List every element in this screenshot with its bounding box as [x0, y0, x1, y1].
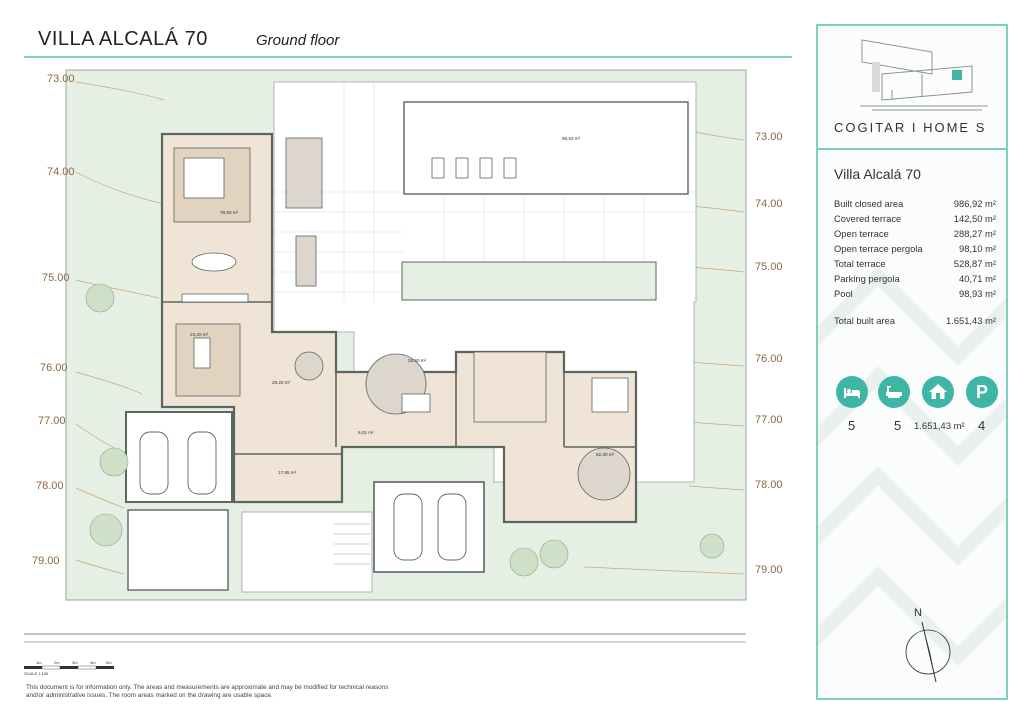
area-row: Parking pergola 40,71 m² [834, 271, 996, 286]
elevation-label: 77.00 [38, 415, 66, 427]
pool [403, 101, 689, 195]
area-label: Parking pergola [834, 273, 900, 284]
panel-pattern [818, 266, 1006, 666]
room-label: 79,50 m² [220, 210, 239, 215]
elevation-label: 79.00 [32, 555, 60, 567]
room-label: 23,20 m² [190, 332, 209, 337]
area-row: Built closed area 986,92 m² [834, 196, 996, 211]
feature-icons: P [834, 376, 1000, 410]
pool-loungers [431, 157, 517, 179]
area-table: Built closed area 986,92 m² Covered terr… [834, 196, 996, 328]
disclaimer: This document is for information only. T… [26, 684, 466, 700]
house-icon [922, 376, 954, 408]
elevation-label: 76.00 [755, 353, 783, 365]
page-title: VILLA ALCALÁ 70 [38, 28, 208, 50]
area-label: Open terrace pergola [834, 243, 923, 254]
elevation-label: 73.00 [755, 131, 783, 143]
elevation-label: 75.00 [42, 272, 70, 284]
area-label: Total terrace [834, 258, 886, 269]
floor-subtitle: Ground floor [256, 32, 340, 49]
area-total-label: Total built area [834, 315, 895, 326]
elevations-left: 73.00 74.00 75.00 76.00 77.00 78.00 79.0… [32, 73, 75, 567]
trees [85, 283, 725, 577]
area-label: Built closed area [834, 198, 904, 209]
scale-bar: 1m 2m 3m 4m 5m SCALE 1:150 [24, 660, 114, 676]
scale-tick: 4m [90, 660, 96, 665]
carport [373, 481, 485, 573]
compass-north-label: N [914, 607, 922, 619]
planter [401, 261, 657, 301]
villa-name: Villa Alcalá 70 [834, 166, 921, 182]
scale-tick: 1m [36, 660, 42, 665]
room-label: 82,30 m² [596, 452, 615, 457]
area-value: 288,27 m² [953, 228, 996, 239]
building-interior [160, 132, 638, 524]
bedrooms-count: 5 [848, 418, 856, 433]
elevation-label: 73.00 [47, 73, 75, 85]
scale-label: SCALE 1:150 [24, 671, 49, 676]
elevation-label: 78.00 [755, 479, 783, 491]
area-value: 40,71 m² [959, 273, 996, 284]
elevation-label: 76.00 [40, 362, 68, 374]
area-row: Open terrace 288,27 m² [834, 226, 996, 241]
furniture [173, 137, 631, 501]
bathrooms-count: 5 [894, 418, 902, 433]
bathtub-icon [878, 376, 910, 408]
elevation-label: 74.00 [47, 166, 75, 178]
header-rule [24, 56, 792, 58]
entry-stairs [334, 523, 370, 565]
area-label: Covered terrace [834, 213, 902, 224]
area-row: Open terrace pergola 98,10 m² [834, 241, 996, 256]
parking-count: 4 [978, 418, 986, 433]
scale-tick: 2m [54, 660, 60, 665]
floor-plan: 98,93 m² 79,50 m² 23,20 m² 28,20 m² 28,6… [24, 69, 783, 643]
logo-house-icon [860, 39, 988, 111]
area-value: 986,92 m² [953, 198, 996, 209]
interior-walls [162, 301, 636, 455]
scale-tick: 5m [106, 660, 112, 665]
parking-icon: P [966, 376, 998, 408]
room-label: 9,02 m² [358, 430, 374, 435]
scale-tick: 3m [72, 660, 78, 665]
info-panel: COGITAR I HOME S Villa Alcalá 70 Built c… [816, 24, 1008, 700]
brand-divider [818, 148, 1006, 150]
compass-icon: N [905, 607, 951, 683]
garage-left-lower [127, 509, 229, 591]
cars [139, 431, 467, 561]
area-total-row: Total built area 1.651,43 m² [834, 313, 996, 328]
disclaimer-line: This document is for information only. T… [26, 684, 389, 691]
brand-name: COGITAR I HOME S [834, 120, 987, 135]
bed-icon [836, 376, 868, 408]
elevation-label: 77.00 [755, 414, 783, 426]
room-label: 98,93 m² [562, 136, 581, 141]
area-row: Covered terrace 142,50 m² [834, 211, 996, 226]
room-label: 28,60 m² [408, 358, 427, 363]
feature-counts: 5 5 1.651,43 m² 4 [834, 418, 1000, 436]
room-label: 17,95 m² [278, 470, 297, 475]
area-value: 98,10 m² [959, 243, 996, 254]
parking-letter: P [975, 381, 988, 402]
elevation-label: 79.00 [755, 564, 783, 576]
disclaimer-line: and/or administrative issues. The room a… [26, 692, 273, 699]
entry-path [241, 511, 373, 593]
area-row: Total terrace 528,87 m² [834, 256, 996, 271]
room-label: 28,20 m² [272, 380, 291, 385]
area-value: 98,93 m² [959, 288, 996, 299]
area-row: Pool 98,93 m² [834, 286, 996, 301]
area-label: Open terrace [834, 228, 889, 239]
area-label: Pool [834, 288, 853, 299]
header: VILLA ALCALÁ 70 Ground floor [24, 24, 792, 58]
area-value: 142,50 m² [953, 213, 996, 224]
elevation-label: 74.00 [755, 198, 783, 210]
area-total-value: 1.651,43 m² [945, 315, 996, 326]
room-labels: 98,93 m² 79,50 m² 23,20 m² 28,20 m² 28,6… [190, 136, 615, 475]
built-area-value: 1.651,43 m² [914, 421, 965, 432]
area-value: 528,87 m² [953, 258, 996, 269]
elevation-label: 78.00 [36, 480, 64, 492]
elevations-right: 73.00 74.00 75.00 76.00 77.00 78.00 79.0… [755, 131, 783, 576]
elevation-label: 75.00 [755, 261, 783, 273]
